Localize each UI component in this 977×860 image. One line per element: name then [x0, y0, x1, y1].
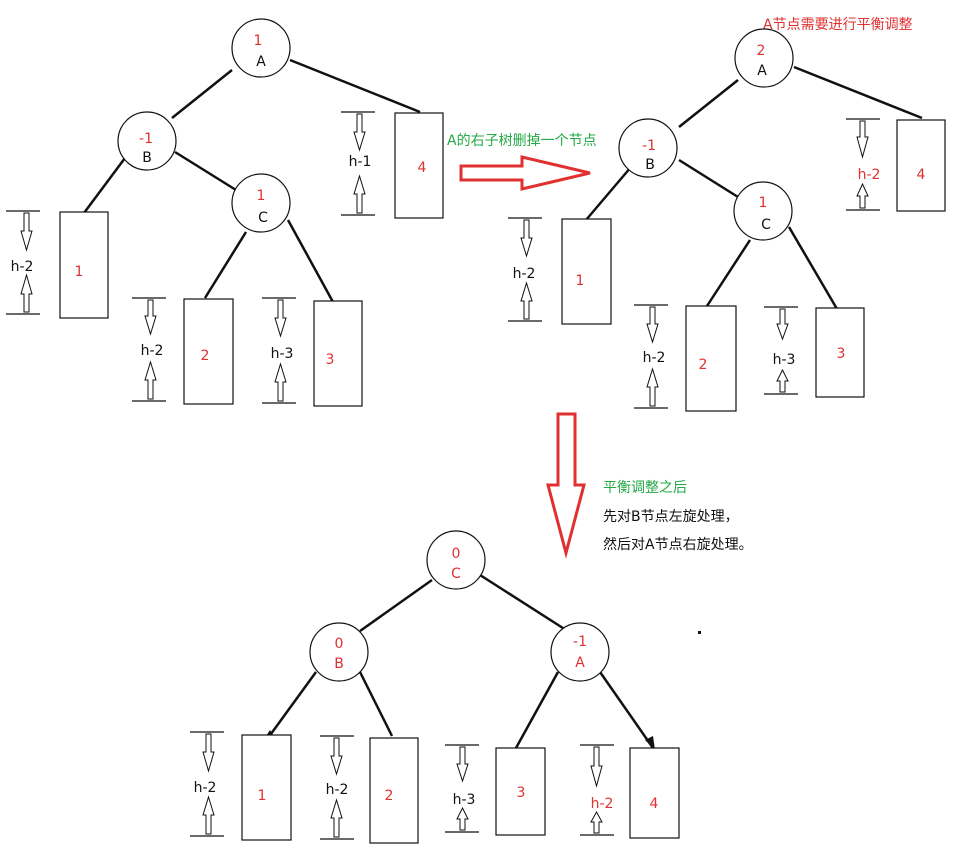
- node-c: 1 C: [231, 173, 291, 233]
- height-label: h-3: [271, 346, 294, 362]
- subtree-label: 4: [917, 167, 926, 183]
- subtree-4: 4: [394, 112, 444, 219]
- height-label: h-2: [858, 167, 881, 183]
- subtree-label: 3: [326, 352, 335, 368]
- height-indicator: h-2: [190, 731, 224, 837]
- stray-dot: [698, 631, 701, 634]
- height-indicator: h-2: [320, 735, 354, 840]
- label-step2: 然后对A节点右旋处理。: [603, 536, 753, 553]
- height-label: h-2: [194, 780, 217, 796]
- subtree-label: 2: [201, 348, 210, 364]
- balance-factor: 1: [759, 195, 768, 211]
- edge-a-b: [171, 69, 233, 119]
- height-indicator: h-3: [262, 297, 296, 404]
- balance-factor: 2: [757, 43, 766, 59]
- node-name: C: [451, 566, 461, 582]
- transition-arrow-down: [546, 412, 586, 559]
- label-step1: 先对B节点左旋处理，: [603, 509, 739, 525]
- node-name: C: [761, 217, 771, 233]
- tree-before: 1 A -1 B 1 C 1 2 3 4: [6, 18, 444, 407]
- subtree-label: 1: [576, 273, 585, 289]
- height-indicator: h-3: [764, 306, 798, 395]
- node-name: B: [645, 157, 655, 173]
- subtree-label: 1: [258, 788, 267, 804]
- node-name: A: [575, 655, 585, 671]
- balance-factor: -1: [139, 131, 153, 147]
- edge-b-c: [174, 150, 237, 192]
- height-indicator: h-2: [132, 297, 166, 402]
- node-name: A: [757, 63, 767, 79]
- node-b: -1 B: [618, 118, 678, 178]
- height-indicator: h-2: [580, 744, 614, 836]
- subtree-1: 1: [59, 211, 109, 319]
- label-delete-right: A的右子树删掉一个节点: [447, 133, 597, 149]
- subtree-3: 3: [815, 307, 865, 398]
- node-b: -1 B: [117, 111, 177, 171]
- height-indicator: h-2: [634, 304, 668, 409]
- edge-c-3: [286, 219, 335, 303]
- node-a: 2 A: [734, 28, 794, 88]
- subtree-4: 4: [896, 119, 946, 212]
- height-indicator: h-2: [6, 210, 40, 315]
- node-name: B: [142, 150, 152, 166]
- subtree-4: 4: [629, 747, 680, 839]
- height-label: h-2: [141, 343, 164, 359]
- balance-factor: 0: [452, 546, 461, 562]
- subtree-label: 1: [75, 264, 84, 280]
- subtree-1: 1: [561, 218, 612, 325]
- subtree-label: 3: [517, 785, 526, 801]
- height-label: h-2: [11, 259, 34, 275]
- edge-a-4: [289, 58, 421, 114]
- node-name: B: [334, 656, 344, 672]
- subtree-label: 4: [650, 796, 659, 812]
- edge-c-2: [203, 231, 248, 299]
- subtree-1: 1: [241, 734, 292, 841]
- label-need-balance: A节点需要进行平衡调整: [763, 17, 913, 33]
- balance-factor: 1: [257, 188, 266, 204]
- height-indicator: h-1: [341, 111, 375, 216]
- height-indicator: h-2: [846, 118, 881, 211]
- balance-factor: 0: [335, 636, 344, 652]
- subtree-3: 3: [313, 300, 363, 407]
- height-label: h-2: [643, 350, 666, 366]
- node-b: 0 B: [309, 622, 369, 682]
- subtree-label: 2: [699, 357, 708, 373]
- node-c: 1 C: [733, 181, 793, 241]
- subtree-label: 2: [385, 788, 394, 804]
- subtree-2: 2: [183, 298, 234, 405]
- edge-b-1: [82, 157, 127, 214]
- height-label: h-1: [349, 154, 372, 170]
- subtree-label: 4: [418, 160, 427, 176]
- height-indicator: h-3: [445, 744, 479, 833]
- subtree-3: 3: [495, 747, 546, 836]
- height-label: h-3: [453, 792, 476, 808]
- node-name: C: [258, 210, 268, 226]
- subtree-2: 2: [369, 737, 419, 844]
- node-name: A: [256, 54, 266, 70]
- balance-factor: -1: [642, 138, 656, 154]
- height-indicator: h-2: [508, 217, 542, 322]
- balance-factor: -1: [573, 634, 587, 650]
- label-after-balance: 平衡调整之后: [603, 480, 687, 496]
- height-label: h-2: [326, 782, 349, 798]
- node-c: 0 C: [426, 530, 486, 590]
- tree-balanced: 0 C 0 B -1 A 1 2 3 4: [190, 530, 680, 844]
- subtree-2: 2: [685, 305, 737, 412]
- transition-arrow-right: [459, 155, 591, 191]
- subtree-label: 3: [837, 346, 846, 362]
- tree-after-delete: 2 A -1 B 1 C 1 2 3 4: [508, 28, 946, 412]
- balance-factor: 1: [254, 33, 263, 49]
- node-a: -1 A: [550, 622, 610, 682]
- node-a: 1 A: [231, 18, 291, 78]
- height-label: h-2: [591, 796, 614, 812]
- height-label: h-2: [513, 266, 536, 282]
- height-label: h-3: [773, 352, 796, 368]
